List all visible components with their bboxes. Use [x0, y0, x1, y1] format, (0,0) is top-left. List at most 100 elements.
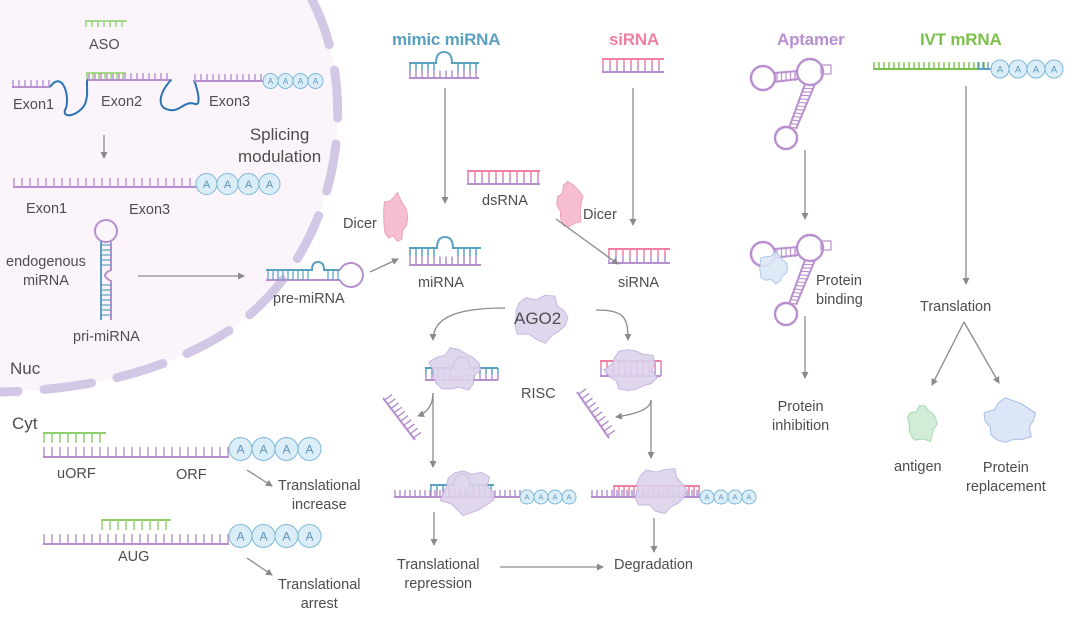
- arrow-release-left: [417, 392, 434, 418]
- base: [587, 402, 597, 409]
- bp: [795, 284, 805, 287]
- label-ago2: AGO2: [514, 309, 562, 328]
- bp: [790, 299, 798, 302]
- label-pri-mirna: pri-miRNA: [73, 329, 140, 345]
- bp: [794, 112, 803, 115]
- polyA-letter: A: [236, 529, 245, 543]
- label-uorf: uORF: [57, 466, 96, 482]
- base: [396, 410, 406, 418]
- aug-aso: [101, 519, 171, 530]
- arrow-release-right: [615, 399, 652, 420]
- label-spliced-exon1: Exon1: [26, 201, 68, 217]
- mirna-duplex: [409, 235, 481, 266]
- arrow-ago2-left: [429, 307, 506, 341]
- polyA-letter: A: [705, 493, 710, 502]
- base: [400, 415, 409, 422]
- polyA-bead: [307, 73, 324, 89]
- top-strand: [409, 235, 481, 249]
- arrow-ago2-right: [595, 309, 632, 341]
- label-exon2: Exon2: [101, 94, 143, 110]
- label-dicer-right: Dicer: [583, 207, 617, 223]
- target-right-ago2: [634, 467, 688, 514]
- label-inhibition-line1: Protein: [777, 399, 824, 415]
- aptamer-target-protein: [759, 251, 789, 285]
- bp: [789, 302, 797, 305]
- label-protein-binding: Protein binding: [816, 272, 863, 310]
- polyA-letter: A: [203, 179, 211, 191]
- label-dsrna: dsRNA: [482, 193, 528, 209]
- sirna-duplex: [608, 248, 670, 264]
- polyA-letter: A: [259, 529, 268, 543]
- aso-bound: [86, 72, 126, 79]
- label-nucleus: Nuc: [10, 359, 41, 378]
- dsrna-duplex: [467, 170, 540, 185]
- label-increase-line2: increase: [291, 497, 347, 513]
- arrow-dsrna-to-sirna: [555, 218, 619, 265]
- base: [606, 429, 616, 437]
- arrow-to-arrest: [246, 557, 273, 576]
- label-splicing-line1: Splicing: [249, 125, 310, 144]
- stub: [820, 64, 832, 75]
- aptamer-structure: [749, 57, 832, 151]
- loop-top: [795, 57, 825, 87]
- polyA-letter: A: [313, 77, 319, 86]
- polyA-bead: [297, 524, 322, 548]
- label-arrest-line2: arrest: [300, 596, 338, 612]
- aptamer-bound-structure: [749, 233, 832, 327]
- bp: [795, 108, 805, 111]
- polyA-letter: A: [733, 493, 738, 502]
- base: [581, 392, 590, 400]
- arrow-translation-to-replacement: [963, 321, 1000, 384]
- polyA-letter: A: [245, 179, 253, 191]
- bp: [796, 281, 806, 284]
- label-translation: Translation: [920, 299, 992, 315]
- label-pre-mirna: pre-miRNA: [273, 291, 345, 307]
- base: [384, 394, 393, 401]
- bp: [789, 126, 797, 129]
- label-splicing: Splicing modulation: [238, 124, 321, 168]
- label-endogenous-mirna: endogenous miRNA: [6, 253, 86, 291]
- label-repression-line2: repression: [404, 576, 473, 592]
- ivt-utr-strand: [977, 62, 992, 70]
- label-replacement-line1: Protein: [982, 460, 1029, 476]
- polyA-letter: A: [259, 442, 268, 456]
- base: [590, 406, 600, 414]
- polyA-letter: A: [1033, 64, 1040, 75]
- loop-top: [795, 233, 825, 263]
- base: [584, 397, 593, 405]
- loop: [94, 219, 118, 243]
- label-splicing-line2: modulation: [238, 147, 322, 166]
- base: [393, 406, 403, 414]
- polyA-letter: A: [539, 493, 544, 502]
- replacement-protein: [983, 397, 1037, 443]
- intron2: [159, 79, 200, 112]
- label-translational-arrest: Translational arrest: [278, 576, 360, 614]
- base: [390, 402, 399, 410]
- passenger-strand-right: [576, 388, 616, 439]
- polyA-letter: A: [997, 64, 1004, 75]
- polyA-letter: A: [236, 442, 245, 456]
- label-orf: ORF: [176, 467, 207, 483]
- label-antigen: antigen: [894, 459, 942, 475]
- arrow-to-increase: [246, 469, 273, 487]
- pri-mirna-hairpin: [94, 219, 118, 320]
- header-aptamer: Aptamer: [777, 30, 845, 49]
- label-increase-line1: Translational: [278, 478, 361, 494]
- spliced-mrna: [13, 178, 196, 188]
- polyA-bead: [561, 489, 577, 505]
- polyA-letter: A: [282, 529, 291, 543]
- bp: [796, 105, 806, 108]
- bp: [791, 295, 800, 298]
- label-spliced-exon3: Exon3: [129, 202, 171, 218]
- polyA-letter: A: [305, 442, 314, 456]
- top-strand: [266, 260, 340, 271]
- exon1-strand: [12, 80, 50, 88]
- ivt-mrna-strand: [873, 62, 985, 70]
- loop: [339, 262, 364, 288]
- uorf-mrna: [43, 447, 229, 458]
- loop-bottom: [773, 125, 799, 151]
